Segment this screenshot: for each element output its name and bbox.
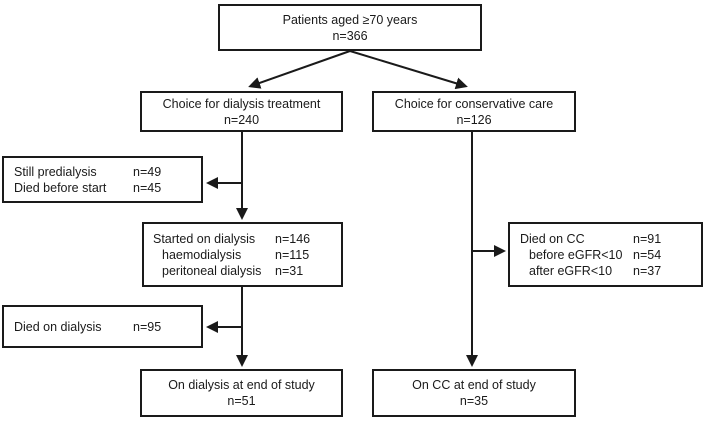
stat-row: Died before start n=45 [14, 180, 195, 196]
stat-row: Started on dialysis n=146 [153, 231, 335, 247]
stat-row: peritoneal dialysis n=31 [153, 263, 335, 279]
stat-row: Died on dialysis n=95 [14, 319, 195, 335]
box-count: n=51 [227, 394, 256, 408]
box-still-predialysis: Still predialysis n=49 Died before start… [2, 156, 203, 203]
stat-row: haemodialysis n=115 [153, 247, 335, 263]
box-count: n=126 [456, 112, 492, 127]
stat-value: n=91 [633, 232, 662, 246]
stat-row: after eGFR<10 n=37 [520, 263, 695, 279]
stat-label: haemodialysis [162, 248, 242, 262]
box-died-on-dialysis: Died on dialysis n=95 [2, 305, 203, 348]
stat-row: before eGFR<10 n=54 [520, 247, 695, 263]
box-on-cc-at-end-of-study: On CC at end of study n=35 [372, 369, 576, 417]
stat-label: Died before start [14, 181, 107, 195]
box-count: n=240 [223, 112, 260, 127]
stat-value: n=95 [133, 320, 162, 334]
box-label: Patients aged ≥70 years [282, 12, 418, 27]
stat-value: n=146 [275, 232, 311, 246]
box-label: Choice for conservative care [394, 96, 554, 111]
box-patients-aged-70: Patients aged ≥70 years n=366 [218, 4, 482, 51]
stat-row: Still predialysis n=49 [14, 164, 195, 180]
stat-label: peritoneal dialysis [162, 264, 262, 278]
box-label: On dialysis at end of study [168, 378, 315, 392]
box-started-on-dialysis: Started on dialysis n=146 haemodialysis … [142, 222, 343, 287]
stat-value: n=115 [275, 248, 310, 262]
stat-value: n=31 [275, 264, 304, 278]
box-count: n=35 [459, 394, 489, 408]
stat-value: n=54 [633, 248, 662, 262]
stat-label: Died on dialysis [14, 320, 102, 334]
stat-value: n=49 [133, 165, 162, 179]
box-label: On CC at end of study [412, 378, 536, 392]
stat-label: before eGFR<10 [529, 248, 623, 262]
stat-label: Started on dialysis [153, 232, 256, 246]
arrow-patients-to-conservative-choice [349, 50, 468, 90]
box-choice-conservative-care: Choice for conservative care n=126 [372, 91, 576, 132]
box-choice-dialysis-treatment: Choice for dialysis treatment n=240 [140, 91, 343, 132]
stat-label: Still predialysis [14, 165, 97, 179]
stat-value: n=45 [133, 181, 162, 195]
stat-label: Died on CC [520, 232, 585, 246]
stat-row: Died on CC n=91 [520, 231, 695, 247]
arrow-patients-to-dialysis-choice [248, 50, 351, 89]
box-label: Choice for dialysis treatment [162, 96, 321, 111]
box-on-dialysis-at-end-of-study: On dialysis at end of study n=51 [140, 369, 343, 417]
stat-label: after eGFR<10 [529, 264, 613, 278]
stat-value: n=37 [633, 264, 662, 278]
box-count: n=366 [332, 28, 368, 43]
box-died-on-cc: Died on CC n=91 before eGFR<10 n=54 afte… [508, 222, 703, 287]
